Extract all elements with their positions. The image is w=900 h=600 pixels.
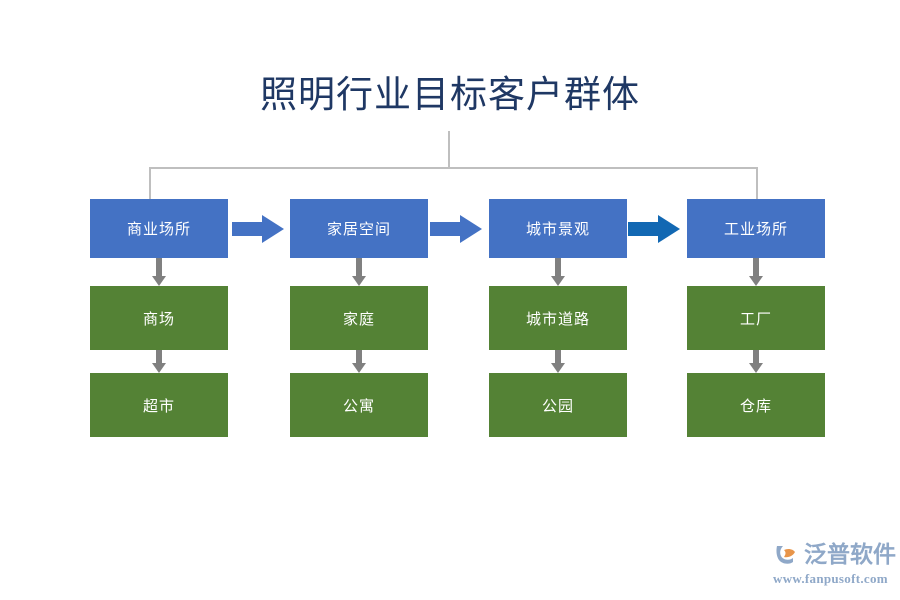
node-sub-home-2[interactable]: 公寓 [290,373,428,437]
bracket-drop-right [756,167,758,200]
down-arrow-icon [152,350,166,373]
node-sub-city-2[interactable]: 公园 [489,373,627,437]
node-sub-industrial-2[interactable]: 仓库 [687,373,825,437]
node-sub-industrial-1[interactable]: 工厂 [687,286,825,350]
down-arrow-icon [152,258,166,286]
down-arrow-icon [551,258,565,286]
fanpusoft-logo[interactable]: 泛普软件 www.fanpusoft.com [773,538,896,590]
node-head-home[interactable]: 家居空间 [290,199,428,258]
page-title: 照明行业目标客户群体 [260,75,640,116]
down-arrow-icon [749,350,763,373]
down-arrow-icon [352,350,366,373]
node-sub-city-1[interactable]: 城市道路 [489,286,627,350]
node-sub-home-1[interactable]: 家庭 [290,286,428,350]
node-sub-commercial-1[interactable]: 商场 [90,286,228,350]
logo-brand-text: 泛普软件 [804,541,896,567]
node-head-industrial[interactable]: 工业场所 [687,199,825,258]
logo-url-text: www.fanpusoft.com [773,571,888,586]
down-arrow-icon [352,258,366,286]
bracket-drop-left [149,167,151,200]
bracket-horizontal-bar [149,167,758,169]
node-head-city[interactable]: 城市景观 [489,199,627,258]
down-arrow-icon [749,258,763,286]
bracket-stem [448,131,450,168]
logo-mark-icon [773,540,801,568]
logo-row: 泛普软件 [773,538,896,570]
right-arrow-icon [628,215,680,243]
right-arrow-icon [232,215,284,243]
down-arrow-icon [551,350,565,373]
node-head-commercial[interactable]: 商业场所 [90,199,228,258]
right-arrow-icon [430,215,482,243]
node-sub-commercial-2[interactable]: 超市 [90,373,228,437]
